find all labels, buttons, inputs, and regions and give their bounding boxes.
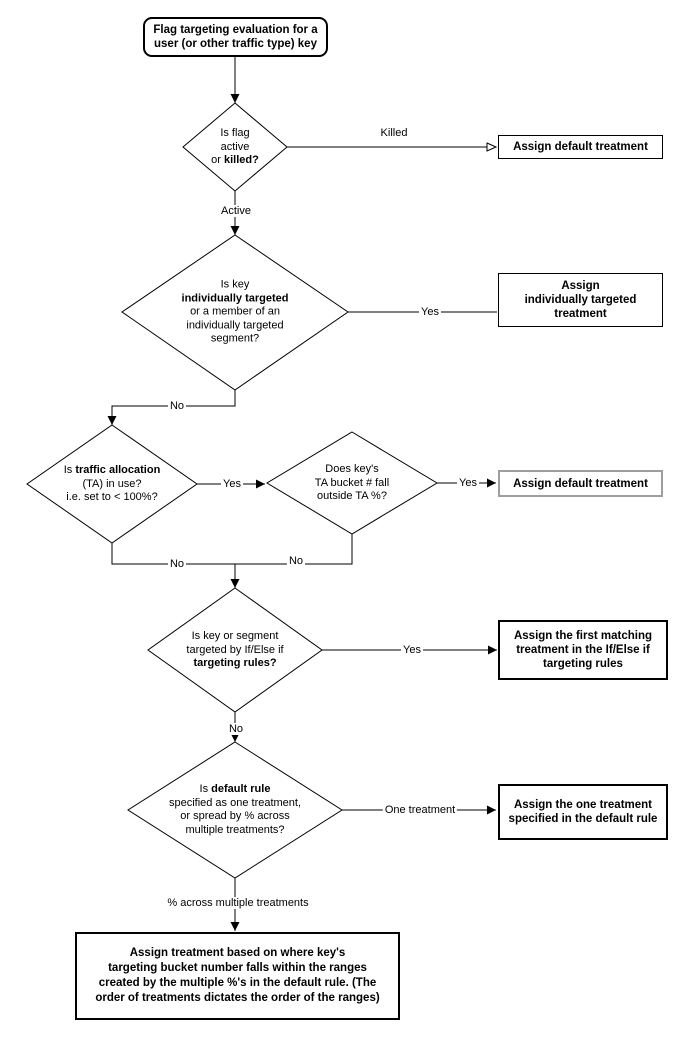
result-assign-treatment-bucket-ranges: Assign treatment based on where key's ta…: [75, 932, 400, 1020]
edge-no-bucket: [235, 534, 353, 565]
start-text-line: user (or other traffic type) key: [154, 38, 317, 50]
start-text-line: Flag targeting evaluation for a: [153, 24, 318, 36]
decision-targeting-rules-shape: [147, 587, 323, 713]
start-node: Flag targeting evaluation for a user (or…: [143, 17, 328, 57]
edge-label-killed: Killed: [378, 127, 410, 139]
edge-label-yes-bucket: Yes: [457, 477, 479, 489]
result-assign-default-treatment-1: Assign default treatment: [498, 135, 663, 159]
edge-no-ta: [111, 543, 235, 565]
edge-label-one-treatment: One treatment: [382, 804, 458, 816]
result-assign-default-treatment-2: Assign default treatment: [498, 470, 663, 497]
edge-label-no-bucket: No: [286, 555, 306, 567]
edge-label-no-ta: No: [167, 558, 187, 570]
edge-label-active: Active: [219, 205, 253, 217]
decision-traffic-allocation-shape: [26, 424, 198, 544]
decision-ta-bucket-shape: [266, 431, 438, 535]
decision-individually-targeted-shape: [121, 234, 349, 391]
result-assign-one-treatment: Assign the one treatment specified in th…: [498, 784, 668, 840]
decision-flag-active-shape: [182, 102, 288, 192]
edge-label-yes-rules: Yes: [401, 644, 423, 656]
decision-default-rule-shape: [127, 741, 343, 879]
result-assign-individually-targeted-treatment: Assign individually targeted treatment: [498, 273, 663, 327]
edge-label-no-individual: No: [167, 400, 187, 412]
edge-label-no-rules: No: [226, 723, 246, 735]
edge-label-yes-individual: Yes: [419, 306, 441, 318]
edge-label-pct-across: % across multiple treatments: [165, 897, 311, 909]
edge-label-yes-ta: Yes: [221, 478, 243, 490]
result-assign-first-matching-treatment: Assign the first matching treatment in t…: [498, 620, 668, 680]
